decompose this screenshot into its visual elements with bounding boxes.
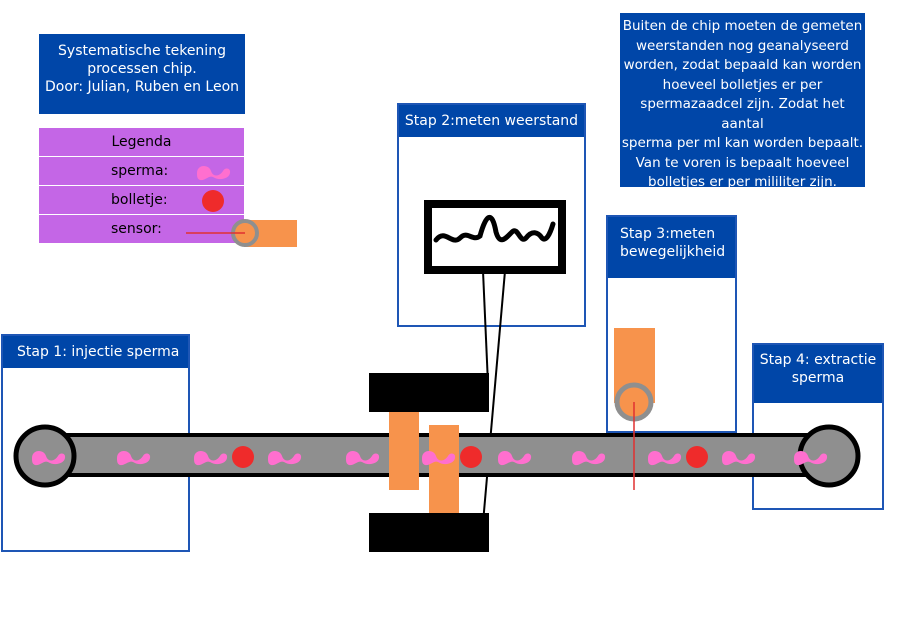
step1-title: Stap 1: injectie sperma: [17, 344, 180, 360]
electrode-pad-left: [389, 412, 419, 490]
title-box: Systematische tekening processen chip. D…: [39, 34, 245, 114]
note-line-8: bolletjes er per mililiter zijn.: [648, 174, 837, 190]
title-line-3: Door: Julian, Ruben en Leon: [44, 79, 240, 95]
legend-sensor-label: sensor:: [111, 221, 162, 237]
legend-sperm-icon: [197, 165, 231, 181]
outlet-reservoir: [797, 424, 861, 488]
step4-title-line-2: sperma: [791, 370, 845, 386]
legend-title-row: Legenda: [39, 128, 244, 156]
step1-header: Stap 1: injectie sperma: [3, 336, 188, 368]
legend-row-sensor: sensor:: [39, 215, 244, 243]
legend-ball-icon: [202, 190, 224, 212]
step3-box: Stap 3:meten bewegelijkheid: [606, 215, 737, 433]
signal-waveform: [433, 215, 556, 243]
step4-box: Stap 4: extractie sperma: [752, 343, 884, 510]
step2-title: Stap 2:meten weerstand: [404, 113, 579, 129]
step4-header: Stap 4: extractie sperma: [754, 345, 882, 403]
legend-sperma-label: sperma:: [111, 163, 169, 179]
step3-header: Stap 3:meten bewegelijkheid: [608, 217, 735, 278]
note-line-2: weerstanden nog geanalyseerd: [635, 37, 849, 54]
ball: [232, 446, 254, 468]
legend: Legenda sperma: bolletje: sensor:: [39, 128, 244, 244]
wire-top: [482, 270, 489, 385]
note-line-4: hoeveel bolletjes er per: [662, 76, 823, 93]
legend-bolletje-label: bolletje:: [111, 192, 168, 208]
wire-bottom: [482, 270, 506, 524]
note-line-5: spermazaadcel zijn. Zodat het aantal: [640, 96, 845, 132]
title-line-1: Systematische tekening: [58, 43, 226, 59]
legend-title: Legenda: [111, 134, 172, 150]
electrode-pad-right: [429, 425, 459, 513]
ball: [686, 446, 708, 468]
step2-header: Stap 2:meten weerstand: [399, 105, 584, 137]
title-line-2: processen chip.: [87, 61, 197, 77]
ball: [460, 446, 482, 468]
note-line-6: sperma per ml kan worden bepaalt.: [621, 135, 864, 151]
note-line-7: Van te voren is bepaalt hoeveel: [635, 154, 850, 171]
note-box: Buiten de chip moeten de gemeten weersta…: [620, 13, 865, 190]
step3-title-line-1: Stap 3:meten: [620, 226, 716, 242]
step3-title-line-2: bewegelijkheid: [620, 244, 726, 260]
electrode-top: [369, 373, 489, 412]
step4-title-line-1: Stap 4: extractie: [759, 352, 877, 368]
note-line-1: Buiten de chip moeten de gemeten: [622, 18, 863, 34]
legend-sensor-icon: [186, 219, 297, 247]
electrode-bottom: [369, 513, 489, 552]
note-line-3: worden, zodat bepaald kan worden: [623, 57, 862, 73]
motility-sensor: [614, 328, 655, 490]
step2-box: Stap 2:meten weerstand: [397, 103, 586, 327]
resistance-meter: [424, 200, 566, 274]
